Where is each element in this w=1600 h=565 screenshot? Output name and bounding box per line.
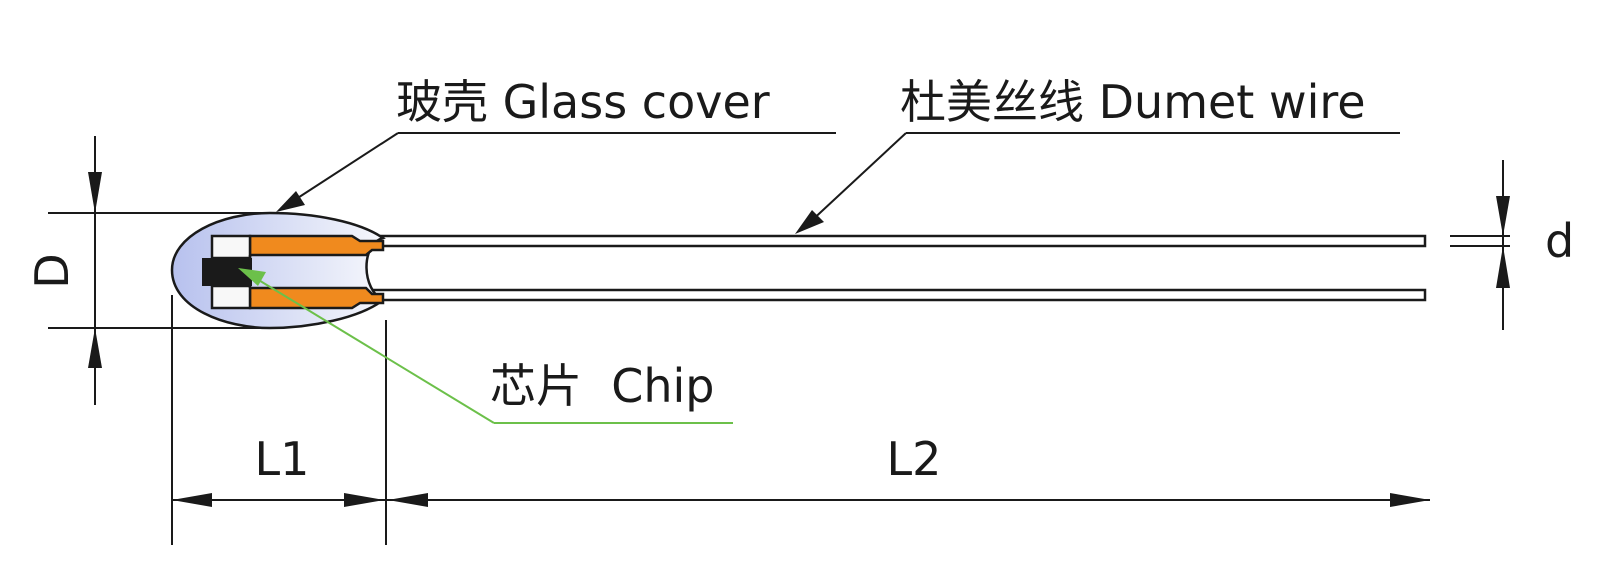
l1-arrow-right — [344, 493, 384, 507]
chip-arrowhead — [238, 268, 266, 286]
glass-cover-label: 玻壳 Glass cover — [396, 75, 770, 129]
dumet-wire-label: 杜美丝线 Dumet wire — [900, 75, 1366, 129]
d-arrow-down — [88, 172, 102, 213]
d-arrow-up — [88, 328, 102, 368]
glass-cover-arrowhead — [276, 191, 305, 212]
lower-lead-wire — [370, 288, 1427, 302]
dim-label-d: d — [1545, 214, 1574, 268]
l2-arrow-right — [1390, 493, 1430, 507]
chip-leader — [251, 275, 495, 424]
chip-label: 芯片 Chip — [490, 359, 715, 413]
glass-cover-leader — [289, 132, 399, 204]
upper-electrode — [248, 234, 385, 257]
dim-label-L1: L1 — [255, 432, 310, 486]
upper-lead-wire — [370, 234, 1427, 248]
wire-arrow-down — [1496, 196, 1510, 236]
dim-label-D: D — [25, 253, 79, 288]
lower-electrode — [248, 286, 385, 310]
wire-arrow-up — [1496, 246, 1510, 288]
dumet-wire-leader — [807, 132, 907, 225]
l2-arrow-left — [388, 493, 428, 507]
dim-label-L2: L2 — [887, 432, 942, 486]
upper-end-cap — [210, 234, 252, 260]
l1-arrow-left — [172, 493, 212, 507]
dumet-wire-arrowhead — [795, 210, 824, 234]
lower-end-cap — [210, 284, 252, 310]
